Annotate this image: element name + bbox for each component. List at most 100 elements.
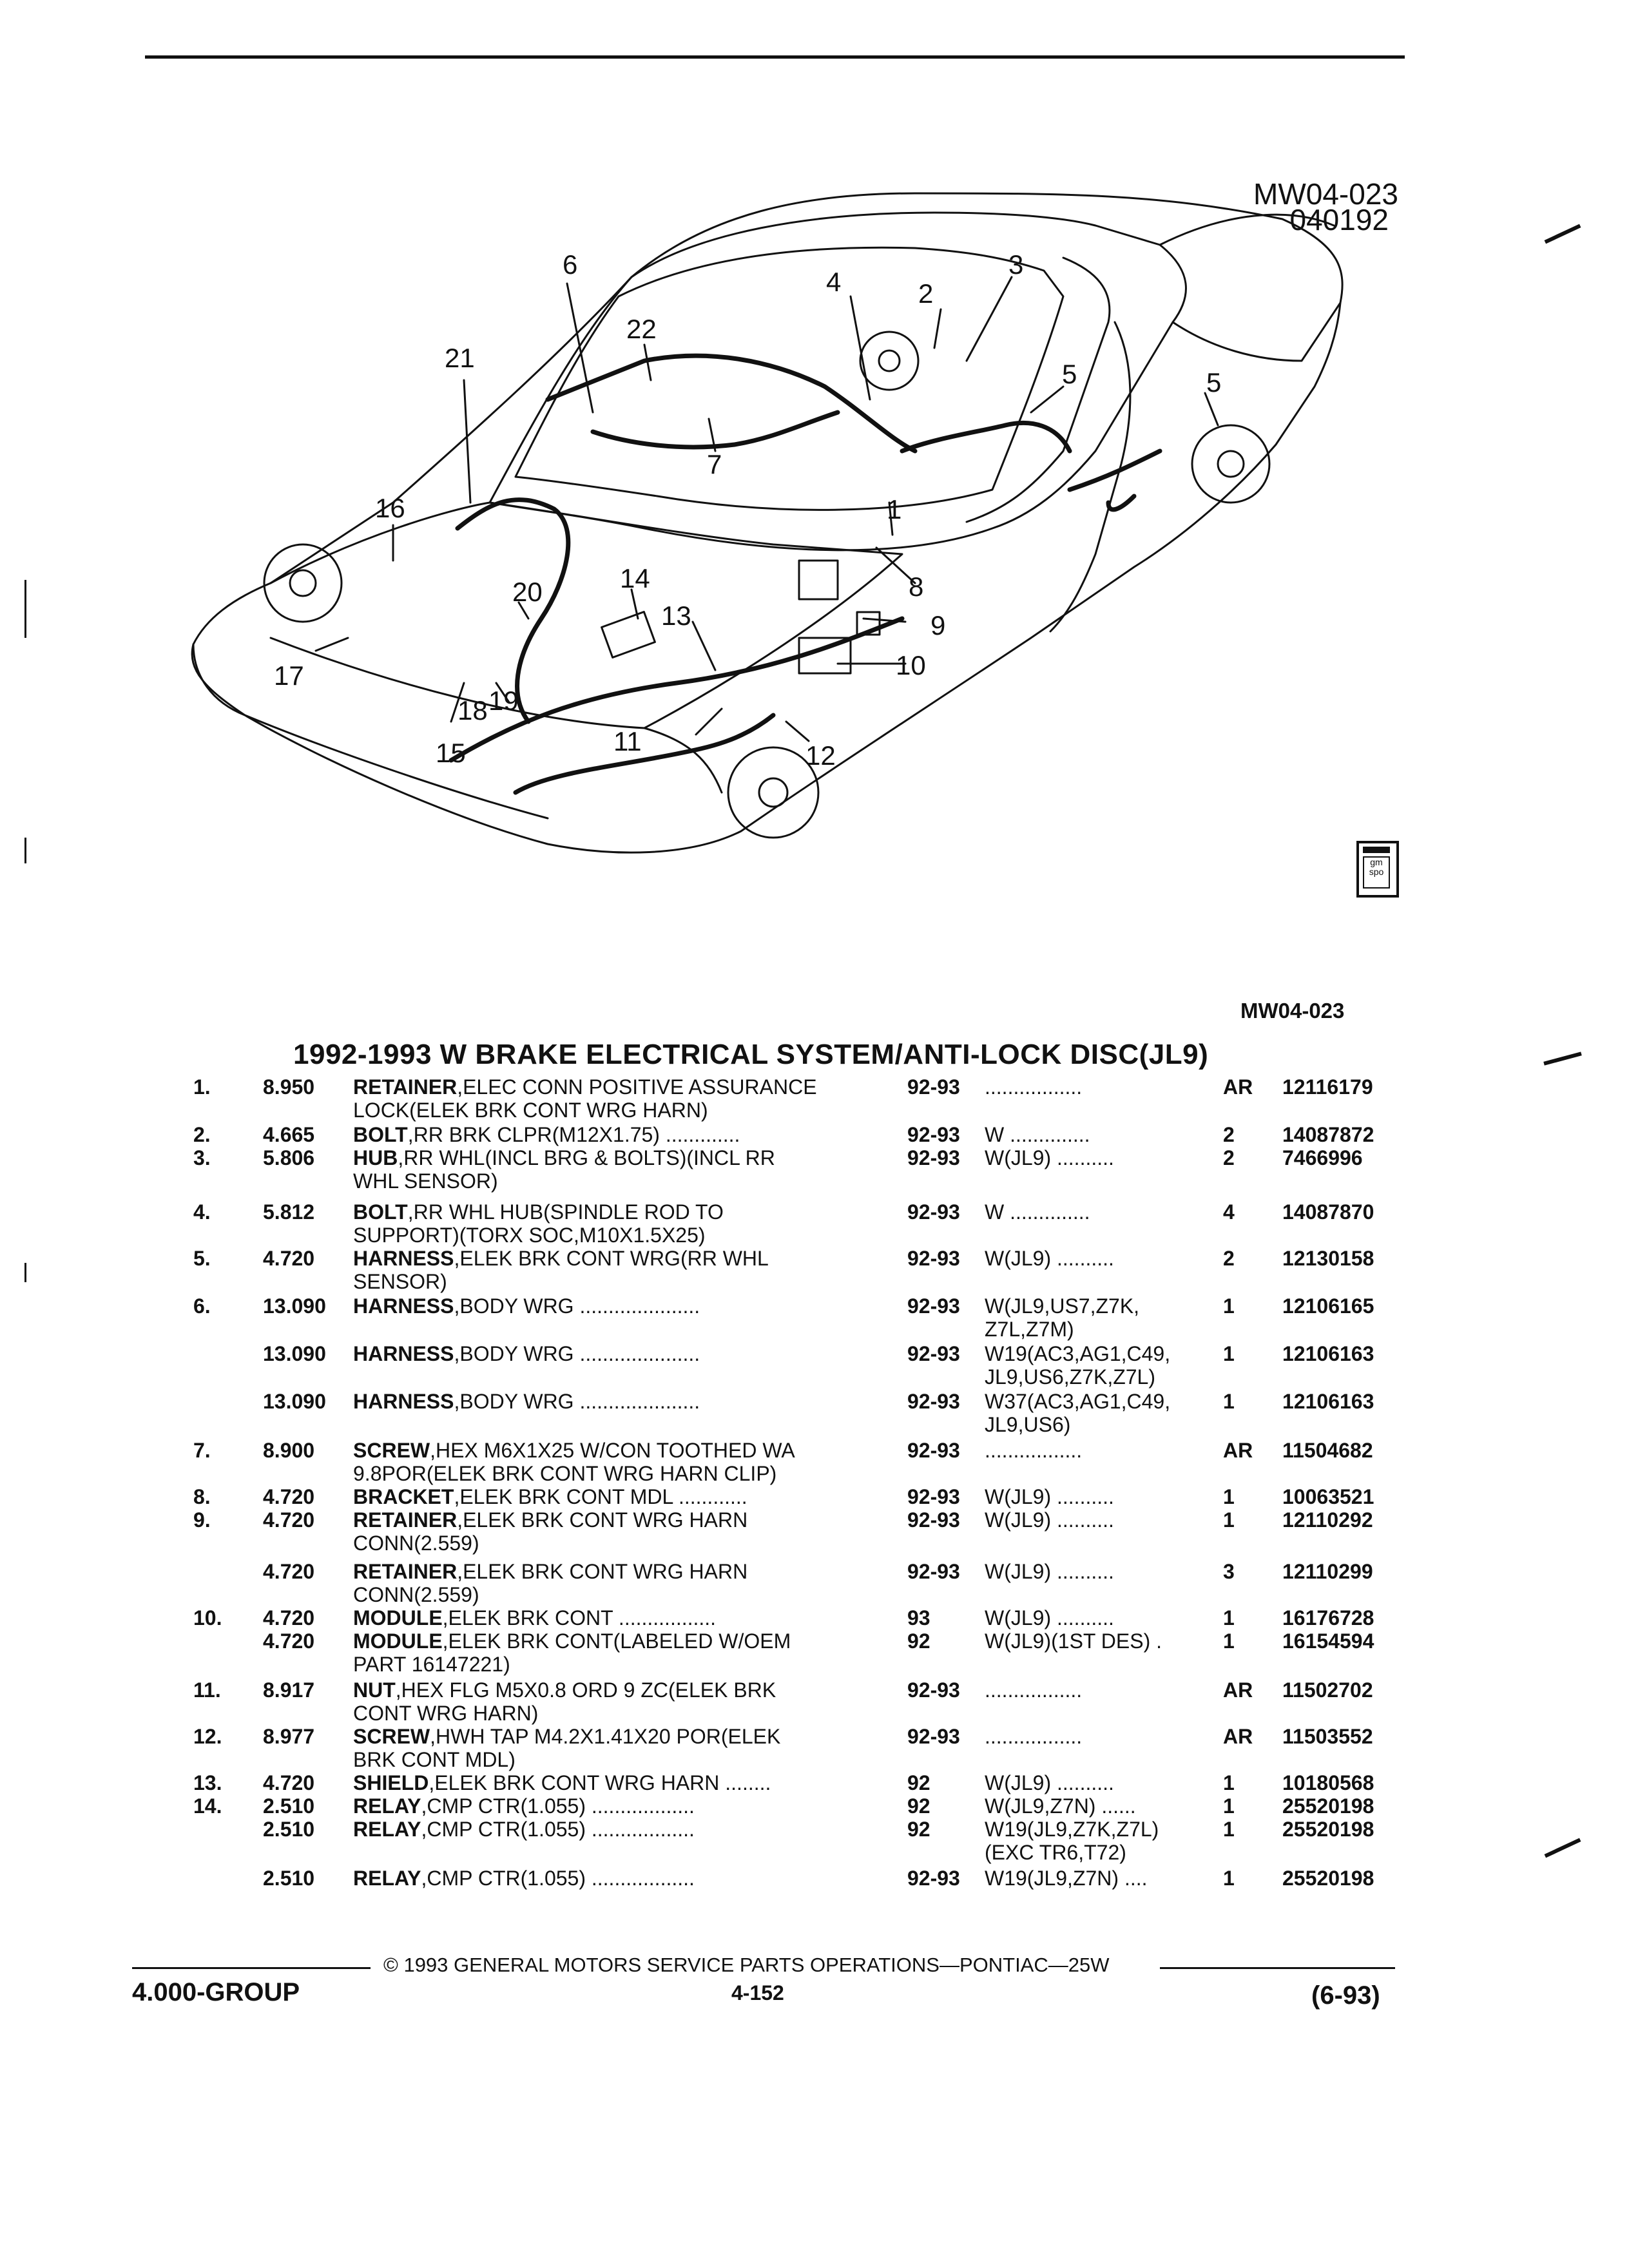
part-detail: ,ELEK BRK CONT MDL ............ [454, 1485, 747, 1508]
part-description: BOLT,RR WHL HUB(SPINDLE ROD TO [353, 1200, 724, 1224]
callout-5b: 5 [1206, 367, 1221, 398]
part-description: HUB,RR WHL(INCL BRG & BOLTS)(INCL RR [353, 1146, 775, 1170]
part-description: SCREW,HWH TAP M4.2X1.41X20 POR(ELEK [353, 1724, 780, 1749]
quantity: 2 [1223, 1146, 1235, 1169]
model-years: 92-93 [907, 1146, 960, 1169]
trunk-line [1159, 213, 1335, 246]
callout-20: 20 [512, 577, 543, 607]
table-row: 4.720 MODULE,ELEK BRK CONT(LABELED W/OEM… [0, 1629, 1629, 1653]
group-number: 4.720 [263, 1606, 315, 1629]
part-number: 12110299 [1282, 1560, 1373, 1583]
callout-5a: 5 [1062, 359, 1077, 389]
bumper-line [192, 643, 549, 820]
part-name: BOLT [353, 1200, 408, 1224]
model-years: 92-93 [907, 1123, 960, 1146]
part-detail: ,HEX M6X1X25 W/CON TOOTHED WA [430, 1439, 795, 1462]
group-number: 4.720 [263, 1485, 315, 1508]
group-number: 4.665 [263, 1123, 315, 1146]
part-name: NUT [353, 1678, 396, 1702]
table-row-continuation: SENSOR) [0, 1269, 1629, 1294]
callout-14: 14 [620, 563, 650, 593]
part-number: 11502702 [1282, 1678, 1373, 1702]
item-number: 8. [193, 1485, 211, 1508]
part-number: 11503552 [1282, 1725, 1373, 1748]
part-name: HARNESS [353, 1294, 454, 1318]
part-description: SHIELD,ELEK BRK CONT WRG HARN ........ [353, 1771, 771, 1795]
quantity: 1 [1223, 1771, 1235, 1794]
table-row: 14. 2.510 RELAY,CMP CTR(1.055) .........… [0, 1794, 1629, 1818]
part-number: 12106165 [1282, 1294, 1374, 1318]
part-description-cont: SENSOR) [353, 1270, 447, 1293]
part-name: HUB [353, 1146, 398, 1169]
model-usage: W(JL9) .......... [985, 1508, 1114, 1532]
item-number: 14. [193, 1794, 222, 1818]
model-years: 92 [907, 1629, 930, 1653]
table-row: 6. 13.090 HARNESS,BODY WRG .............… [0, 1294, 1629, 1318]
item-number: 7. [193, 1439, 211, 1462]
retainer-box [856, 611, 881, 636]
item-number: 3. [193, 1146, 211, 1169]
model-usage: ................. [985, 1075, 1083, 1099]
part-description: RETAINER,ELEK BRK CONT WRG HARN [353, 1508, 747, 1532]
door-line [1049, 321, 1132, 633]
item-number: 4. [193, 1200, 211, 1224]
model-years: 92-93 [907, 1725, 960, 1748]
model-usage-cont: JL9,US6) [985, 1413, 1071, 1436]
part-number: 12106163 [1282, 1390, 1374, 1413]
callout-17: 17 [274, 660, 304, 691]
table-row: 13. 4.720 SHIELD,ELEK BRK CONT WRG HARN … [0, 1771, 1629, 1795]
part-name: MODULE [353, 1629, 443, 1653]
model-usage-cont: Z7L,Z7M) [985, 1318, 1074, 1341]
part-description: RELAY,CMP CTR(1.055) .................. [353, 1817, 695, 1841]
model-usage: W19(JL9,Z7K,Z7L) [985, 1818, 1159, 1841]
quantity: 1 [1223, 1794, 1235, 1818]
quantity: 2 [1223, 1123, 1235, 1146]
table-row-continuation: LOCK(ELEK BRK CONT WRG HARN) [0, 1098, 1629, 1122]
table-row-continuation: CONN(2.559) [0, 1582, 1629, 1607]
model-usage: ................. [985, 1725, 1083, 1748]
part-number: 16154594 [1282, 1629, 1374, 1653]
model-usage: W(JL9) .......... [985, 1146, 1114, 1169]
part-name: SHIELD [353, 1771, 429, 1794]
model-usage: W19(JL9,Z7N) .... [985, 1867, 1148, 1890]
part-name: SCREW [353, 1725, 430, 1748]
model-years: 92-93 [907, 1200, 960, 1224]
model-years: 92 [907, 1794, 930, 1818]
quantity: 3 [1223, 1560, 1235, 1583]
part-description: RELAY,CMP CTR(1.055) .................. [353, 1794, 695, 1818]
model-usage: W37(AC3,AG1,C49, [985, 1390, 1171, 1413]
group-number: 5.812 [263, 1200, 315, 1224]
item-number: 6. [193, 1294, 211, 1318]
model-usage-cont: JL9,US6,Z7K,Z7L) [985, 1365, 1155, 1389]
table-row: 4.720 RETAINER,ELEK BRK CONT WRG HARN 92… [0, 1559, 1629, 1584]
table-row: 1. 8.950 RETAINER,ELEC CONN POSITIVE ASS… [0, 1075, 1629, 1099]
callout-7: 7 [707, 449, 722, 479]
part-description-cont: CONT WRG HARN) [353, 1702, 539, 1725]
model-usage: ................. [985, 1678, 1083, 1702]
quantity: 1 [1223, 1867, 1235, 1890]
callout-3: 3 [1008, 249, 1023, 280]
table-row: 9. 4.720 RETAINER,ELEK BRK CONT WRG HARN… [0, 1508, 1629, 1532]
quantity: 1 [1223, 1606, 1235, 1629]
part-number: 10063521 [1282, 1485, 1374, 1508]
part-detail: ,BODY WRG ..................... [454, 1390, 700, 1413]
model-years: 92-93 [907, 1294, 960, 1318]
diagram-code: MW04-023 [1253, 177, 1398, 211]
model-years: 92-93 [907, 1508, 960, 1532]
part-detail: ,ELEC CONN POSITIVE ASSURANCE [457, 1075, 817, 1099]
table-row: 12. 8.977 SCREW,HWH TAP M4.2X1.41X20 POR… [0, 1724, 1629, 1749]
footer-copyright: © 1993 GENERAL MOTORS SERVICE PARTS OPER… [383, 1954, 1110, 1976]
model-years: 92-93 [907, 1390, 960, 1413]
group-number: 8.950 [263, 1075, 315, 1099]
part-description: MODULE,ELEK BRK CONT ................. [353, 1606, 716, 1630]
table-row-continuation: WHL SENSOR) [0, 1169, 1629, 1193]
front-fender [643, 727, 723, 794]
part-detail: ,BODY WRG ..................... [454, 1342, 700, 1365]
quantity: AR [1223, 1439, 1253, 1462]
quantity: AR [1223, 1678, 1253, 1702]
model-usage: W(JL9) .......... [985, 1485, 1114, 1508]
group-number: 4.720 [263, 1560, 315, 1583]
car-diagram: 1 2 3 4 5 5 6 7 8 9 10 11 12 13 14 15 16… [191, 192, 1344, 854]
part-detail: ,ELEK BRK CONT WRG HARN [457, 1560, 748, 1583]
part-description: SCREW,HEX M6X1X25 W/CON TOOTHED WA [353, 1438, 795, 1463]
